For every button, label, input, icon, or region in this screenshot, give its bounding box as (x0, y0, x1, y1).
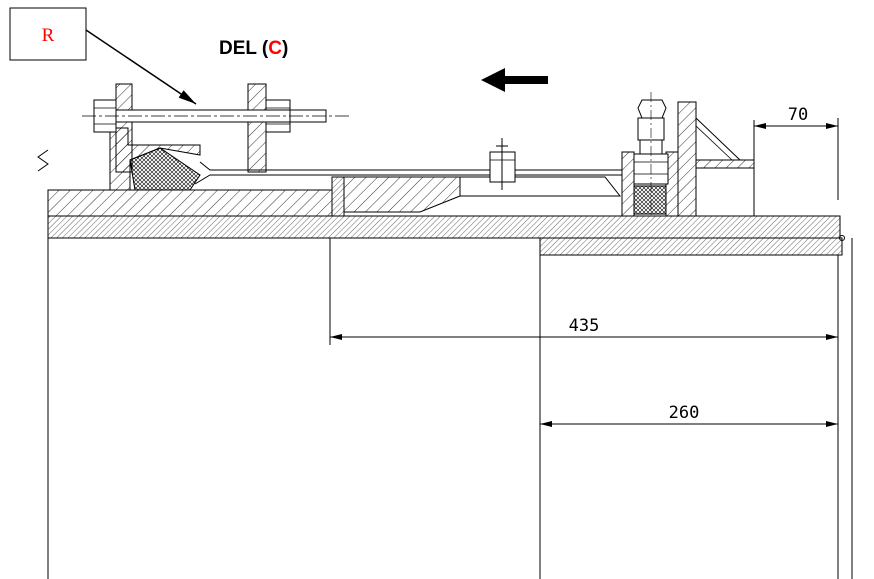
dimension-435: 435 (330, 316, 838, 340)
callout-r: R (9, 7, 197, 105)
center-fitting (489, 138, 516, 190)
break-mark (37, 149, 49, 172)
left-flange-body (47, 189, 333, 217)
dimension-260: 260 (540, 403, 838, 427)
callout-label: R (42, 25, 55, 46)
dimension-260-label: 260 (669, 403, 700, 423)
left-bolt-assembly (82, 83, 350, 173)
right-clamp-assembly (621, 92, 755, 218)
dimension-70-label: 70 (788, 105, 808, 125)
dimension-435-label: 435 (569, 316, 600, 336)
spigot-wall (539, 235, 845, 256)
direction-arrow-left (481, 68, 548, 92)
dimension-70: 70 (753, 105, 839, 200)
callout-leader-line (85, 29, 197, 105)
section-title: DEL (C) (219, 38, 288, 59)
pipe-wall (47, 215, 841, 239)
middle-sleeve (331, 176, 622, 217)
